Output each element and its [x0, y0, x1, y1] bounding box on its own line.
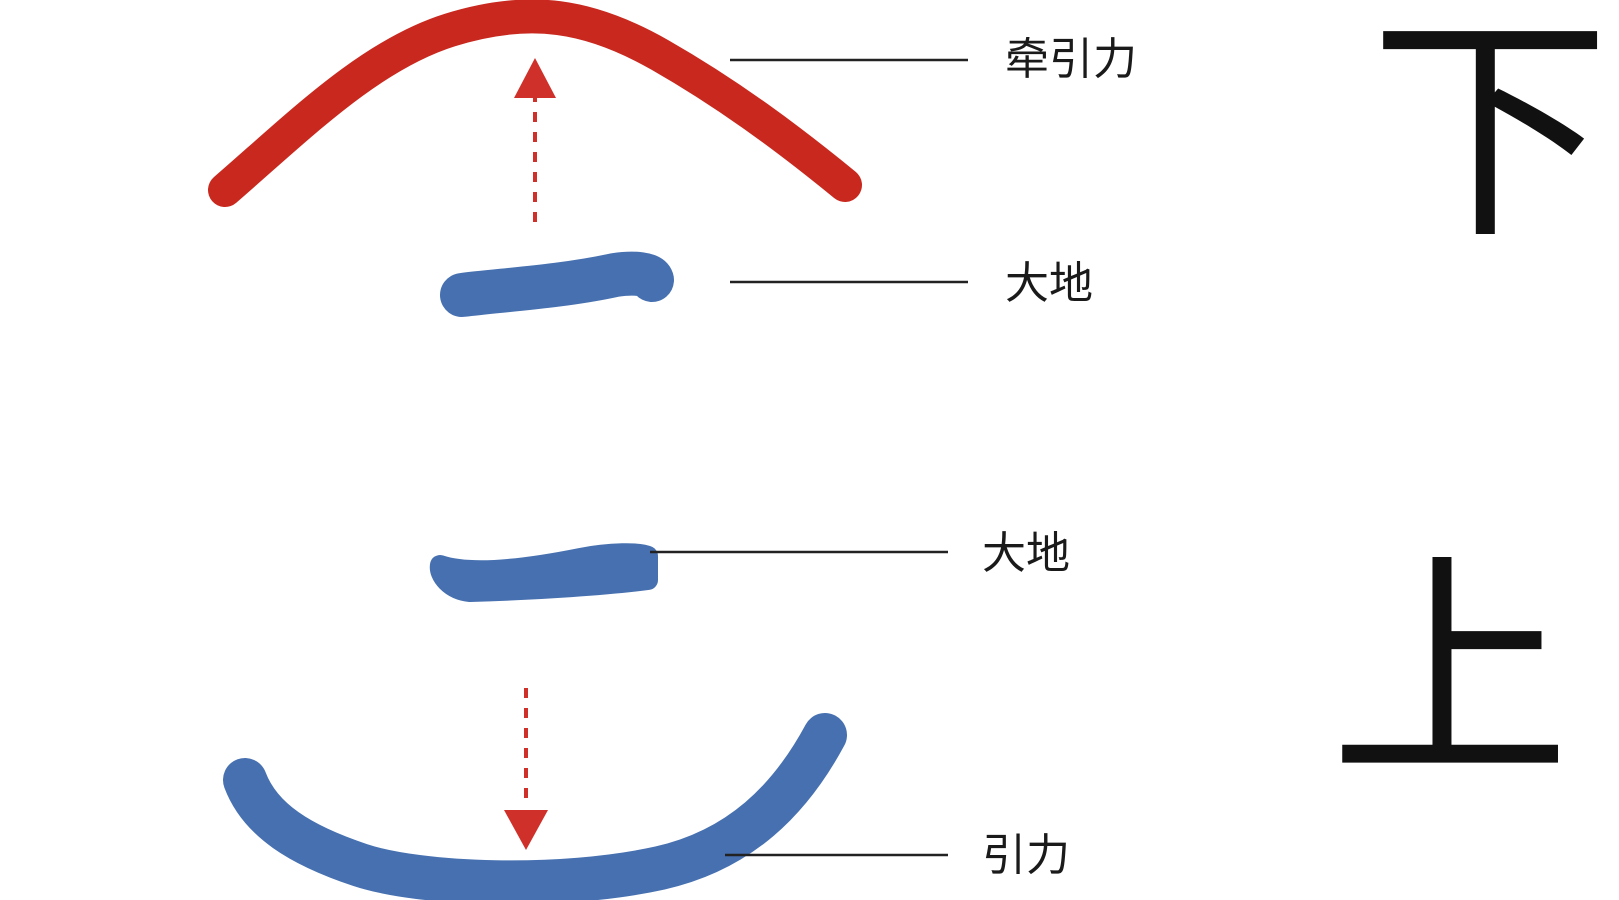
label-traction: 牵引力 [1005, 34, 1137, 85]
label-earth-top: 大地 [1005, 258, 1093, 309]
blue-earth-stroke-bottom [429, 543, 658, 602]
label-gravity: 引力 [982, 830, 1070, 881]
blue-gravity-bowl-stroke [223, 713, 847, 900]
top-diagram: 牵引力 大地 下 [208, 0, 1610, 317]
red-arc-stroke [208, 0, 862, 207]
arrow-down-head [504, 810, 548, 850]
arrow-up-head [514, 58, 556, 98]
character-xia: 下 [1370, 0, 1610, 272]
bottom-diagram: 大地 引力 上 [223, 528, 1570, 900]
character-shang: 上 [1330, 532, 1570, 812]
blue-earth-stroke-top [440, 251, 674, 317]
label-earth-bottom: 大地 [982, 528, 1070, 579]
